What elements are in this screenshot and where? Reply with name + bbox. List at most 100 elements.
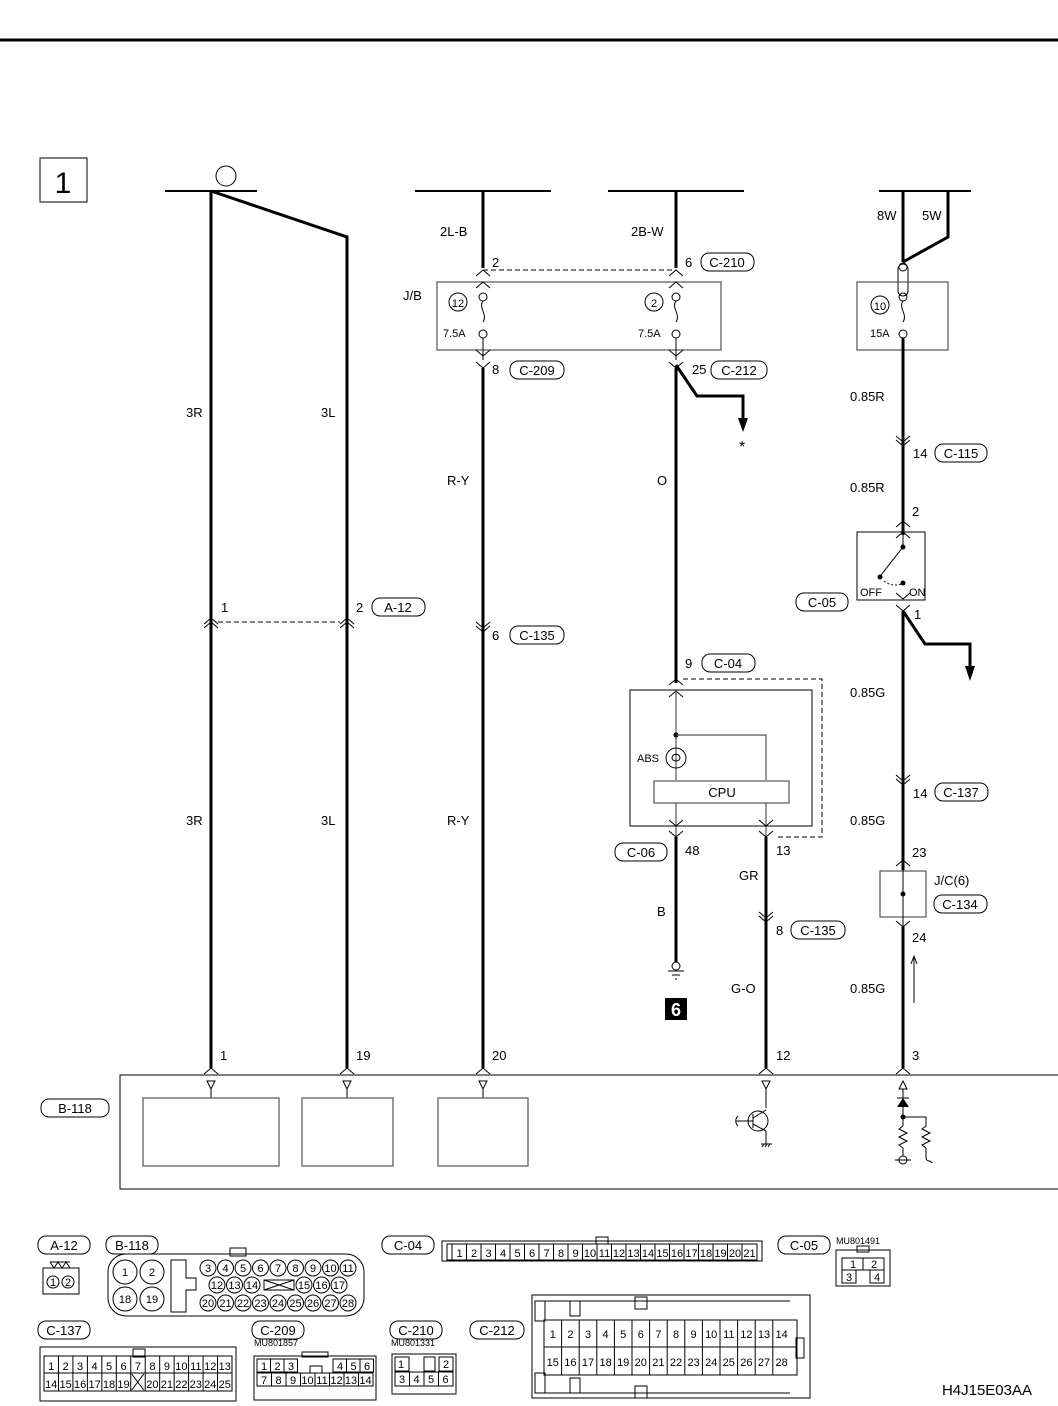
- connector-pin: 2: [274, 1361, 280, 1373]
- wire-label: 2B-W: [631, 224, 664, 239]
- ground-number-badge: [665, 998, 687, 1020]
- connector-id[interactable]: C-115: [944, 446, 978, 461]
- connector-pin: 11: [342, 1263, 353, 1275]
- connector-pin: 14: [359, 1375, 371, 1387]
- connector-pin: 1: [122, 1267, 128, 1279]
- wire-label: 0.85G: [850, 981, 885, 996]
- connector-pin: 26: [307, 1298, 319, 1310]
- section-number-box: 1: [39, 157, 88, 203]
- connector-pin: 6: [364, 1361, 370, 1373]
- connector-id[interactable]: C-137: [943, 785, 978, 800]
- connector-pin: 22: [237, 1298, 249, 1310]
- connector-id[interactable]: C-06: [627, 845, 655, 860]
- connector-id[interactable]: C-212: [721, 363, 756, 378]
- connector-id[interactable]: C-135: [519, 628, 554, 643]
- connector-part-number: MU801491: [836, 1236, 880, 1246]
- connector-pin: 2: [65, 1277, 71, 1289]
- connector-view-tag[interactable]: A-12: [37, 1235, 91, 1255]
- pin-label: 9: [685, 656, 692, 671]
- ecu-input-block: [301, 1097, 394, 1167]
- connector-id[interactable]: C-135: [800, 923, 835, 938]
- connector-pin: 2: [567, 1329, 573, 1341]
- pin-label: 12: [776, 1048, 790, 1063]
- connector-tag: [795, 592, 849, 612]
- resistor-icon: [897, 1125, 909, 1149]
- connector-view-id: C-05: [790, 1238, 818, 1253]
- connector-pin: 10: [301, 1375, 313, 1387]
- connector-pin: 10: [175, 1361, 187, 1373]
- connector-pin: 6: [120, 1361, 126, 1373]
- connector-pin: 16: [74, 1379, 86, 1391]
- junction-block: [436, 281, 722, 351]
- connector-pin: 12: [330, 1375, 342, 1387]
- wire-label: 8W: [877, 208, 897, 223]
- connector-pin: 10: [324, 1263, 336, 1275]
- wire-label: 3L: [321, 813, 335, 828]
- connector-pin: 14: [642, 1248, 654, 1260]
- connector-pin: 25: [723, 1357, 735, 1369]
- connector-pin: 14: [775, 1329, 787, 1341]
- connector-pin: 15: [298, 1280, 310, 1292]
- wire-label: 5W: [922, 208, 942, 223]
- pin-label: 14: [913, 446, 927, 461]
- connector-tag: [701, 653, 756, 673]
- connector-pin: 23: [190, 1379, 202, 1391]
- pin-label: 19: [356, 1048, 370, 1063]
- diode-icon: [897, 1098, 909, 1107]
- connector-pin: 1: [48, 1361, 54, 1373]
- connector-view-tag[interactable]: C-137: [37, 1320, 91, 1340]
- connector-id[interactable]: C-209: [519, 363, 554, 378]
- connector-pin: 4: [500, 1248, 506, 1260]
- ground-number: 6: [671, 1000, 681, 1020]
- connector-id[interactable]: C-05: [808, 595, 836, 610]
- connector-id[interactable]: C-134: [942, 897, 977, 912]
- pin-label: 6: [492, 628, 499, 643]
- connector-id[interactable]: C-04: [714, 656, 742, 671]
- wire-label: R-Y: [447, 813, 470, 828]
- wire-label: 3L: [321, 405, 335, 420]
- connector-pin: 17: [333, 1280, 345, 1292]
- connector-pin: 16: [671, 1248, 683, 1260]
- wire-label: 0.85G: [850, 813, 885, 828]
- connector-pin: 18: [119, 1294, 131, 1306]
- connector-pin: 4: [413, 1374, 419, 1386]
- connector-pin: 1: [550, 1329, 556, 1341]
- connector-pin: 20: [635, 1357, 647, 1369]
- pin-label: 1: [220, 1048, 227, 1063]
- connector-view-tag[interactable]: C-212: [469, 1320, 525, 1340]
- connector-pin: 2: [443, 1359, 449, 1371]
- fuse-icon: [481, 300, 485, 323]
- connector-view-tag[interactable]: C-05: [777, 1235, 831, 1255]
- connector-body: [531, 1294, 811, 1399]
- connector-part-number: MU801331: [391, 1338, 435, 1348]
- connector-id[interactable]: B-118: [58, 1101, 92, 1116]
- figure-id: H4J15E03AA: [942, 1382, 1032, 1399]
- connector-pin: 10: [705, 1329, 717, 1341]
- connector-view-id: C-212: [479, 1323, 514, 1338]
- pin-label: 23: [912, 845, 926, 860]
- connector-view-tag[interactable]: C-210: [389, 1320, 443, 1340]
- pin-label: 2: [492, 255, 499, 270]
- connector-body: [107, 1253, 365, 1317]
- connector-pin: 17: [582, 1357, 594, 1369]
- connector-pin: 2: [471, 1248, 477, 1260]
- connector-pin: 11: [190, 1361, 201, 1373]
- connector-view-tag[interactable]: C-209: [251, 1320, 305, 1340]
- connector-pin: 4: [603, 1329, 609, 1341]
- connector-pin: 8: [149, 1361, 155, 1373]
- connector-id[interactable]: C-210: [709, 255, 744, 270]
- wire-label: 0.85G: [850, 685, 885, 700]
- connector-view-id: C-04: [394, 1238, 422, 1253]
- connector-view-tag[interactable]: B-118: [105, 1235, 159, 1255]
- pin-label: 2: [912, 504, 919, 519]
- connector-pin: 4: [337, 1361, 343, 1373]
- connector-pin: 13: [345, 1375, 357, 1387]
- connector-view-tag[interactable]: C-04: [381, 1235, 435, 1255]
- connector-pin: 20: [729, 1248, 741, 1260]
- connector-pin: 7: [135, 1361, 141, 1373]
- fuse-icon: [674, 300, 678, 323]
- connector-tag: [934, 443, 988, 463]
- wire-label: 0.85R: [850, 480, 885, 495]
- connector-id[interactable]: A-12: [384, 600, 411, 615]
